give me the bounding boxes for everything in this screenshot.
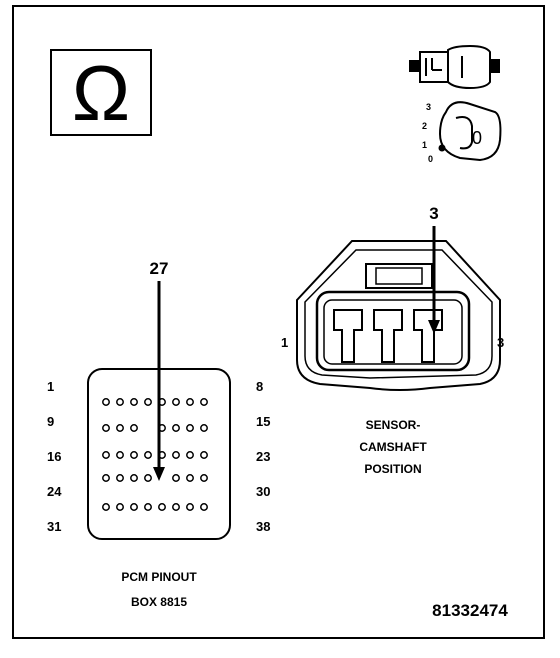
connector-icon [409, 44, 500, 90]
pcm-pin [116, 474, 124, 482]
pcm-pin [186, 451, 194, 459]
pin-row-label: 8 [256, 379, 263, 394]
pcm-pin [116, 451, 124, 459]
pcm-pin [116, 424, 124, 432]
pcm-pin [186, 474, 194, 482]
pin-row-label: 38 [256, 519, 270, 534]
pcm-pin [172, 474, 180, 482]
figure-id: 81332474 [432, 601, 508, 620]
sensor-connector [296, 240, 501, 391]
diagram-frame [12, 5, 545, 639]
pcm-caption-line1: PCM PINOUT [121, 570, 197, 584]
pcm-pin [102, 398, 110, 406]
pin-row-label: 30 [256, 484, 270, 499]
sensor-connector-outer-shell [296, 240, 501, 391]
sensor-terminal-2 [373, 309, 403, 363]
pcm-pin [102, 451, 110, 459]
sensor-terminal-1 [333, 309, 363, 363]
pcm-pin [186, 398, 194, 406]
sensor-connector-housing [315, 290, 471, 372]
pcm-pin [102, 503, 110, 511]
svg-text:2: 2 [422, 121, 427, 131]
pcm-pin [116, 503, 124, 511]
pcm-pin [186, 424, 194, 432]
pcm-pin [172, 451, 180, 459]
pcm-pin [200, 474, 208, 482]
pin-row-label: 24 [47, 484, 62, 499]
pcm-pin [130, 451, 138, 459]
pcm-pin [144, 398, 152, 406]
sensor-pin-label-left: 1 [281, 335, 288, 350]
ignition-switch-icon: 3 2 1 0 0 [422, 101, 502, 164]
sensor-pin-label-right: 3 [497, 335, 504, 350]
pcm-pin [172, 424, 180, 432]
pcm-pin [102, 474, 110, 482]
pcm-pin [200, 503, 208, 511]
pcm-pin [200, 451, 208, 459]
sensor-caption-line1: SENSOR- [366, 418, 421, 432]
pin-row-label: 16 [47, 449, 61, 464]
pcm-pin [144, 474, 152, 482]
pcm-pin [200, 398, 208, 406]
svg-text:3: 3 [426, 102, 431, 112]
svg-text:1: 1 [422, 140, 427, 150]
pcm-pin [102, 424, 110, 432]
pcm-pin-grid [102, 398, 208, 511]
sensor-terminal-3 [413, 309, 443, 363]
pcm-pin [130, 424, 138, 432]
pcm-pin [172, 398, 180, 406]
sensor-caption-line3: POSITION [364, 462, 421, 476]
pcm-pin [130, 398, 138, 406]
sensor-pointer-arrowhead [428, 320, 440, 334]
pin-row-label: 23 [256, 449, 270, 464]
pcm-pin [172, 503, 180, 511]
svg-text:0: 0 [428, 154, 433, 164]
pcm-pin [130, 503, 138, 511]
pcm-pin [158, 503, 166, 511]
pcm-pin [186, 503, 194, 511]
pcm-pin [144, 451, 152, 459]
sensor-caption-line2: CAMSHAFT [359, 440, 427, 454]
pin-row-label: 1 [47, 379, 54, 394]
ohm-symbol: Ω [72, 49, 130, 137]
pcm-pointer-label: 27 [150, 259, 169, 278]
ohmmeter-icon: Ω [50, 49, 152, 137]
pcm-connector [87, 368, 231, 540]
pin-row-label: 9 [47, 414, 54, 429]
pcm-pin [130, 474, 138, 482]
pin-row-label: 15 [256, 414, 270, 429]
sensor-connector-inner-shell [304, 249, 493, 379]
svg-text:0: 0 [472, 128, 482, 148]
pcm-caption-line2: BOX 8815 [131, 595, 187, 609]
pcm-pin [200, 424, 208, 432]
pcm-pin [144, 503, 152, 511]
sensor-latch [365, 263, 433, 289]
sensor-pointer-label: 3 [429, 204, 438, 223]
pcm-pin [116, 398, 124, 406]
pin-row-label: 31 [47, 519, 61, 534]
pcm-pointer-arrowhead [153, 467, 165, 481]
